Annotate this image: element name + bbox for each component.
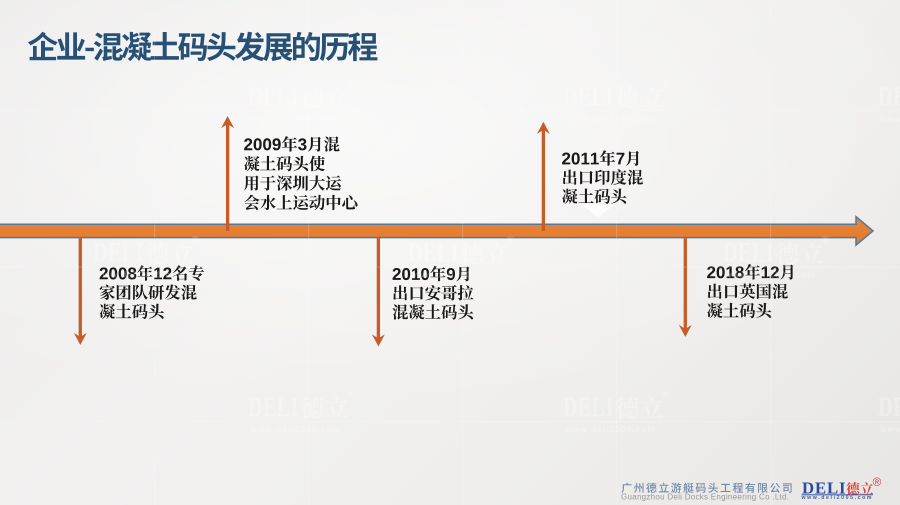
svg-text:www.deli2005.com: www.deli2005.com xyxy=(801,495,872,501)
svg-text:Guangzhou Deli Docks Engineeri: Guangzhou Deli Docks Engineering Co .Ltd… xyxy=(621,493,789,502)
svg-text:DELI: DELI xyxy=(802,479,846,498)
svg-text:®: ® xyxy=(873,475,882,489)
